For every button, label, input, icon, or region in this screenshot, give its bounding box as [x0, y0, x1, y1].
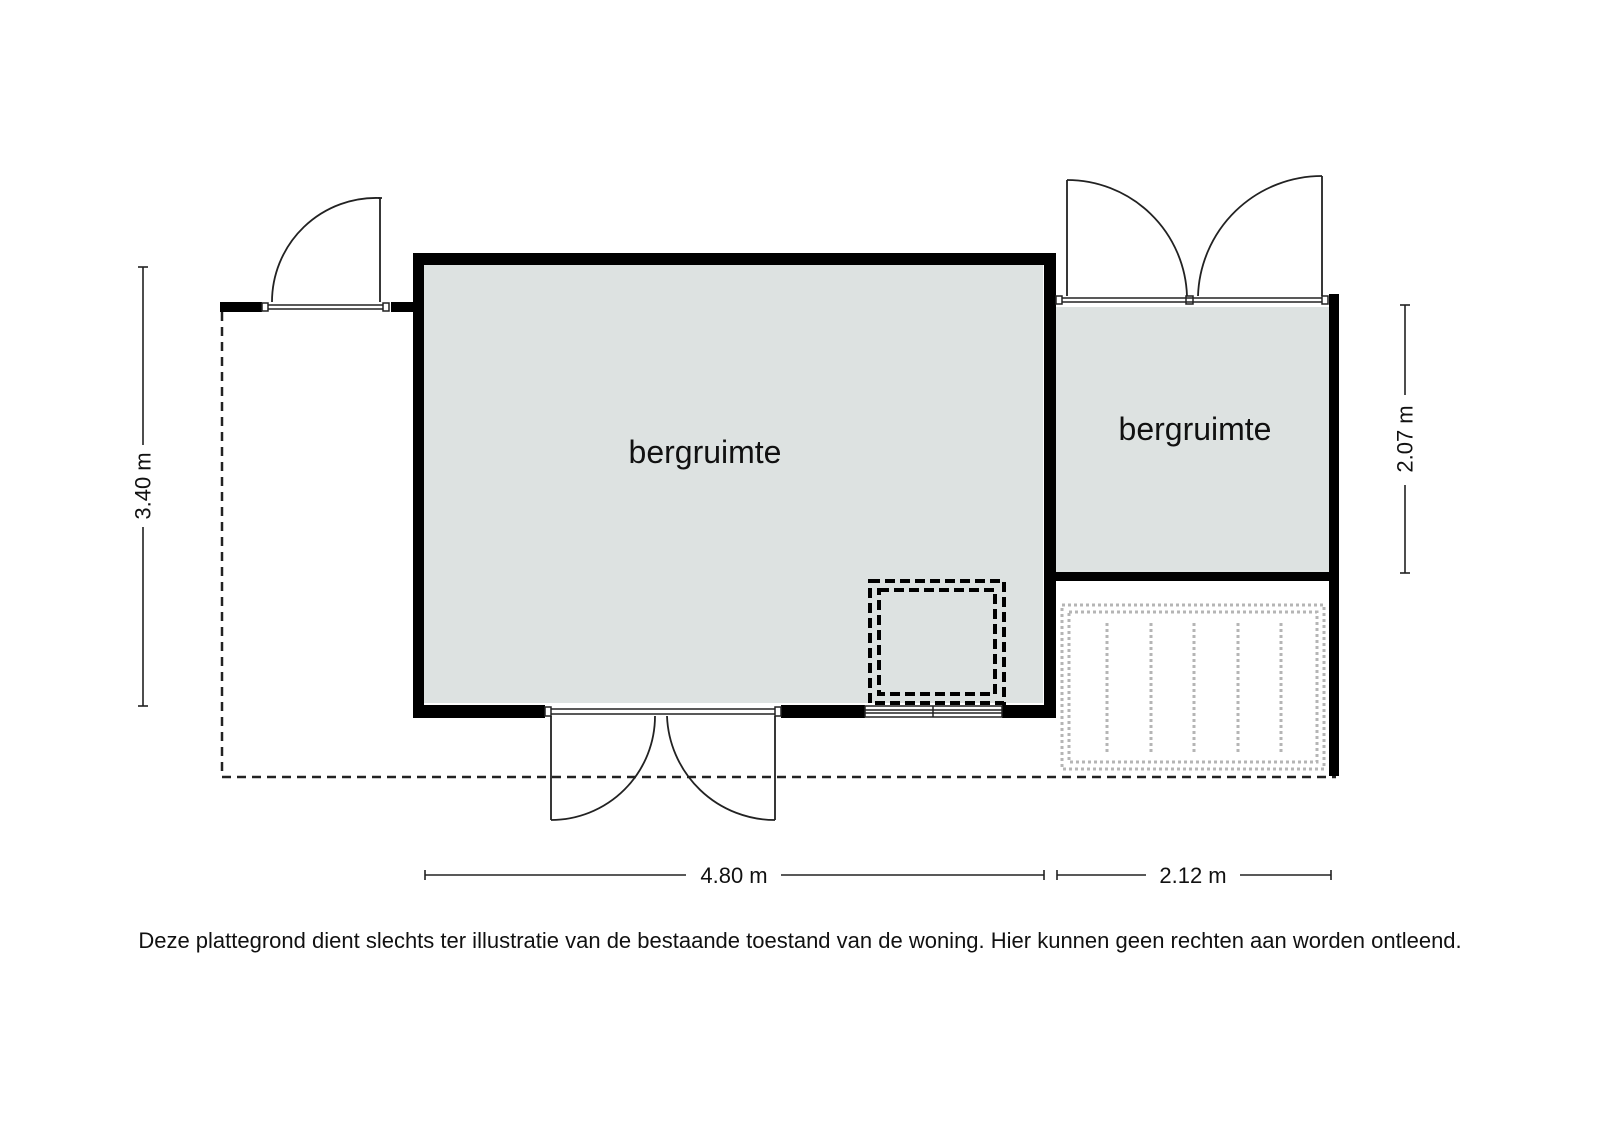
room-label-side: bergruimte	[1119, 411, 1272, 447]
dimension-label-width-side: 2.12 m	[1159, 863, 1226, 888]
floor-hatch	[868, 579, 1006, 705]
double-door-bottom	[550, 715, 776, 821]
dimension-left	[138, 266, 148, 707]
window-bottom	[864, 705, 1003, 718]
disclaimer-text: Deze plattegrond dient slechts ter illus…	[138, 928, 1462, 953]
stairs	[1060, 603, 1326, 771]
dimension-bottom	[424, 870, 1332, 880]
dimension-label-height-right: 2.07 m	[1393, 405, 1418, 472]
dimension-label-height-left: 3.40 m	[131, 452, 156, 519]
door-sills	[261, 295, 1329, 717]
dimension-label-width-main: 4.80 m	[700, 863, 767, 888]
walls	[220, 253, 1339, 776]
dashed-boundary	[220, 312, 1336, 779]
room-label-main: bergruimte	[629, 434, 782, 470]
door-top-left	[271, 197, 382, 303]
room-floor-main	[421, 265, 1043, 703]
room-floor-side	[1056, 307, 1329, 573]
dimension-right	[1400, 304, 1410, 574]
double-door-top-right	[1066, 175, 1323, 297]
